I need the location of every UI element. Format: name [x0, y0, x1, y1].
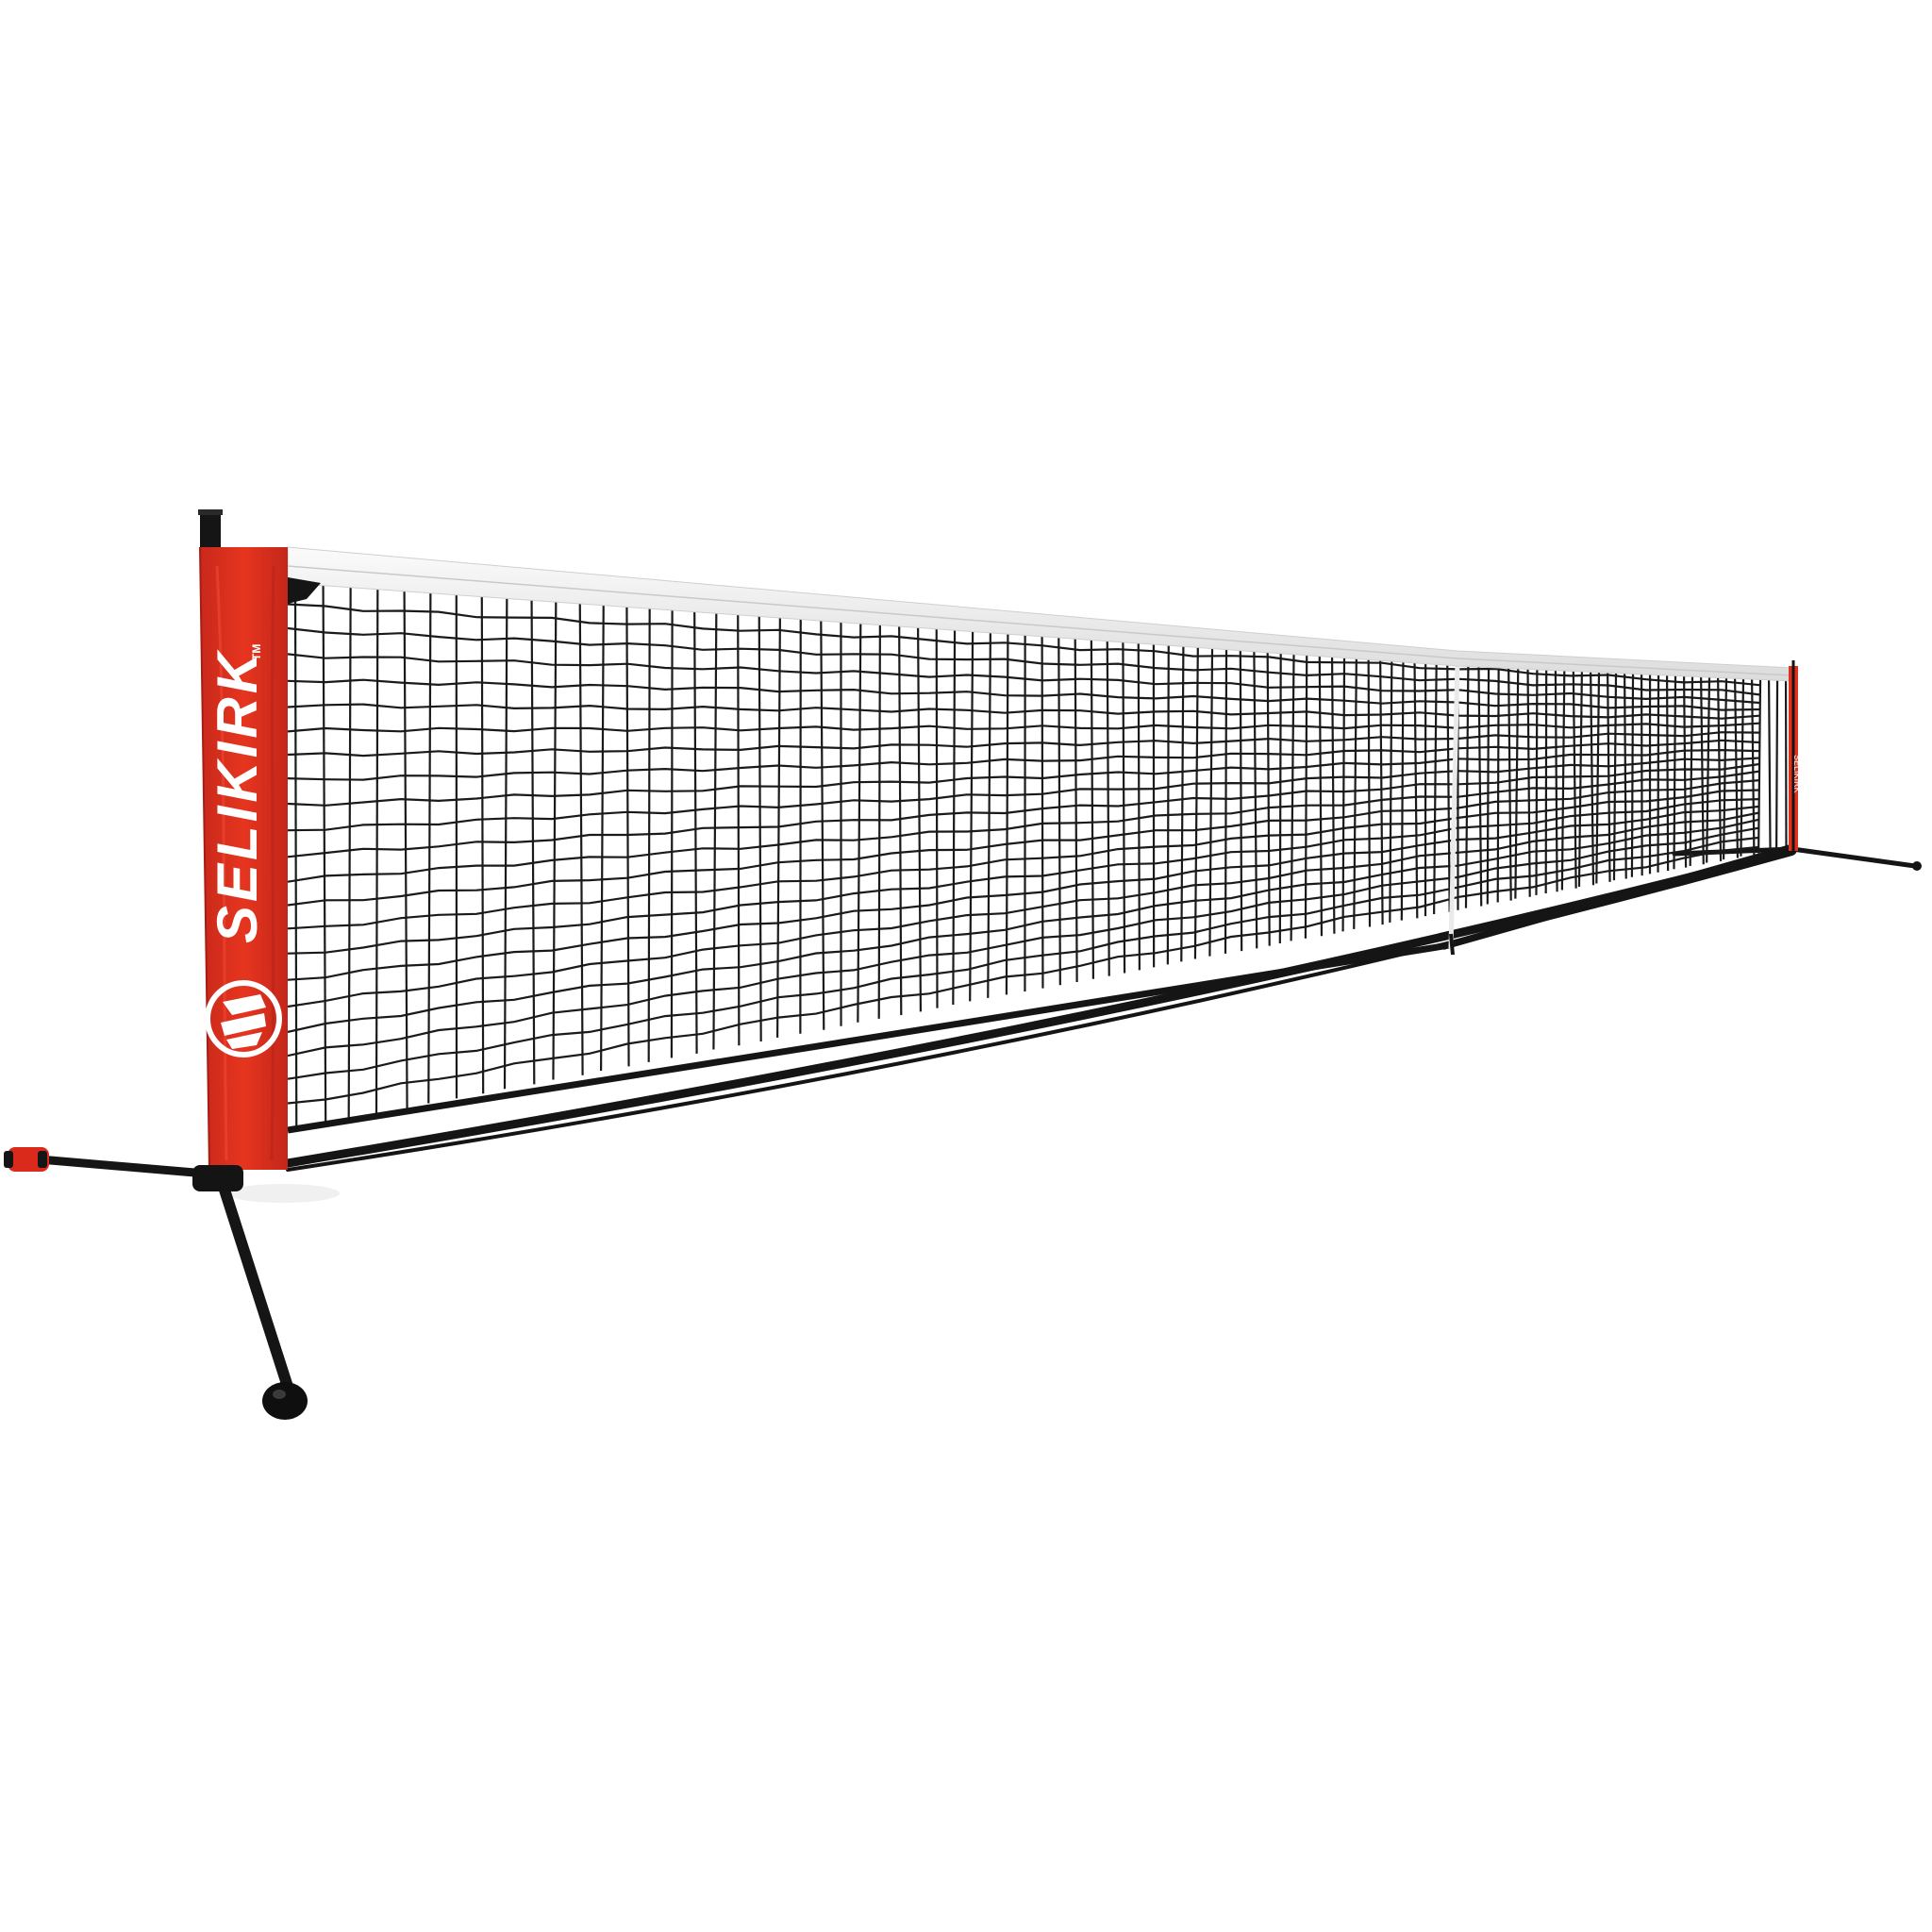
net-vertical-cord — [578, 599, 584, 1075]
net-horizontal-cord — [288, 789, 1760, 930]
net-horizontal-cord — [288, 770, 1760, 883]
selkirk-s-logo-icon — [205, 980, 282, 1058]
trademark-text: TM — [250, 644, 263, 660]
net-vertical-cord — [1486, 658, 1491, 905]
net-vertical-cord — [1612, 667, 1618, 881]
net-horizontal-cord — [288, 739, 1760, 781]
net-vertical-cord — [480, 592, 485, 1094]
net-horizontal-cord — [288, 722, 1760, 733]
net-vertical-cord — [1595, 666, 1601, 884]
net-horizontal-cord — [288, 626, 1760, 696]
net-vertical-cord — [1767, 677, 1772, 852]
net-vertical-cord — [712, 608, 718, 1050]
net-vertical-cord — [1657, 670, 1660, 873]
net-vertical-cord — [1180, 639, 1185, 962]
net-horizontal-cord — [288, 603, 1760, 687]
net-vertical-cord — [293, 580, 298, 1129]
net-vertical-cord — [1606, 667, 1611, 882]
net-vertical-cord — [1304, 647, 1308, 939]
center-strap — [1448, 659, 1460, 956]
net-vertical-cord — [775, 612, 782, 1038]
net-vertical-cord — [647, 604, 651, 1062]
net-vertical-cord — [1722, 675, 1728, 860]
net-vertical-cord — [1074, 631, 1078, 983]
net-horizontal-cord — [288, 731, 1760, 758]
net-vertical-cord — [1122, 635, 1126, 974]
right-pole-sleeve: SELIKIRK — [1789, 660, 1802, 851]
net-horizontal-cord — [288, 748, 1760, 807]
net-vertical-cord — [403, 588, 408, 1108]
net-vertical-cord — [1193, 640, 1199, 959]
net-vertical-cord — [693, 607, 698, 1054]
net-vertical-cord — [1716, 674, 1723, 861]
net-horizontal-cord — [288, 653, 1760, 705]
net-horizontal-cord — [288, 836, 1760, 1080]
left-pole-cap — [198, 509, 223, 547]
net-horizontal-cord — [288, 703, 1760, 720]
net-vertical-cord — [1544, 662, 1548, 894]
net-vertical-cord — [1496, 659, 1500, 903]
net-vertical-cord — [1353, 650, 1358, 929]
brand-trademark: TM — [250, 644, 263, 660]
left-base — [4, 1147, 308, 1420]
net-horizontal-cord — [288, 762, 1760, 858]
net-horizontal-cord — [288, 826, 1760, 1058]
ground-shadow — [226, 1184, 340, 1203]
net-horizontal-cord — [288, 678, 1760, 711]
net-horizontal-cord — [288, 798, 1760, 955]
net-vertical-cord — [1774, 677, 1779, 851]
net-vertical-cord — [1224, 641, 1228, 954]
net-horizontal-cord — [288, 779, 1760, 907]
brand-wordmark: SELIKIRK — [206, 649, 269, 943]
far-brand-text: SELIKIRK — [1792, 755, 1802, 793]
net-horizontal-cord — [288, 845, 1760, 1105]
net-vertical-cord — [877, 619, 881, 1019]
net-bottom-tape — [287, 843, 1793, 1134]
net-vertical-cord — [1706, 674, 1711, 863]
net-vertical-cord — [820, 615, 825, 1030]
net-mesh — [288, 580, 1788, 1129]
net-horizontal-cord — [288, 818, 1760, 1033]
net-vertical-cord — [1005, 627, 1009, 995]
brand-text: SELIKIRK — [206, 649, 269, 943]
net-vertical-cord — [1526, 661, 1531, 897]
net-vertical-cord — [1640, 669, 1643, 876]
net-horizontal-cord — [288, 805, 1760, 981]
net-vertical-cord — [1535, 662, 1539, 895]
net-horizontal-cord — [288, 811, 1760, 1008]
left-pole-sleeve — [199, 546, 321, 1171]
net-vertical-cord — [1413, 654, 1419, 919]
net-horizontal-cord — [288, 757, 1760, 832]
net-vertical-cord — [898, 620, 903, 1016]
